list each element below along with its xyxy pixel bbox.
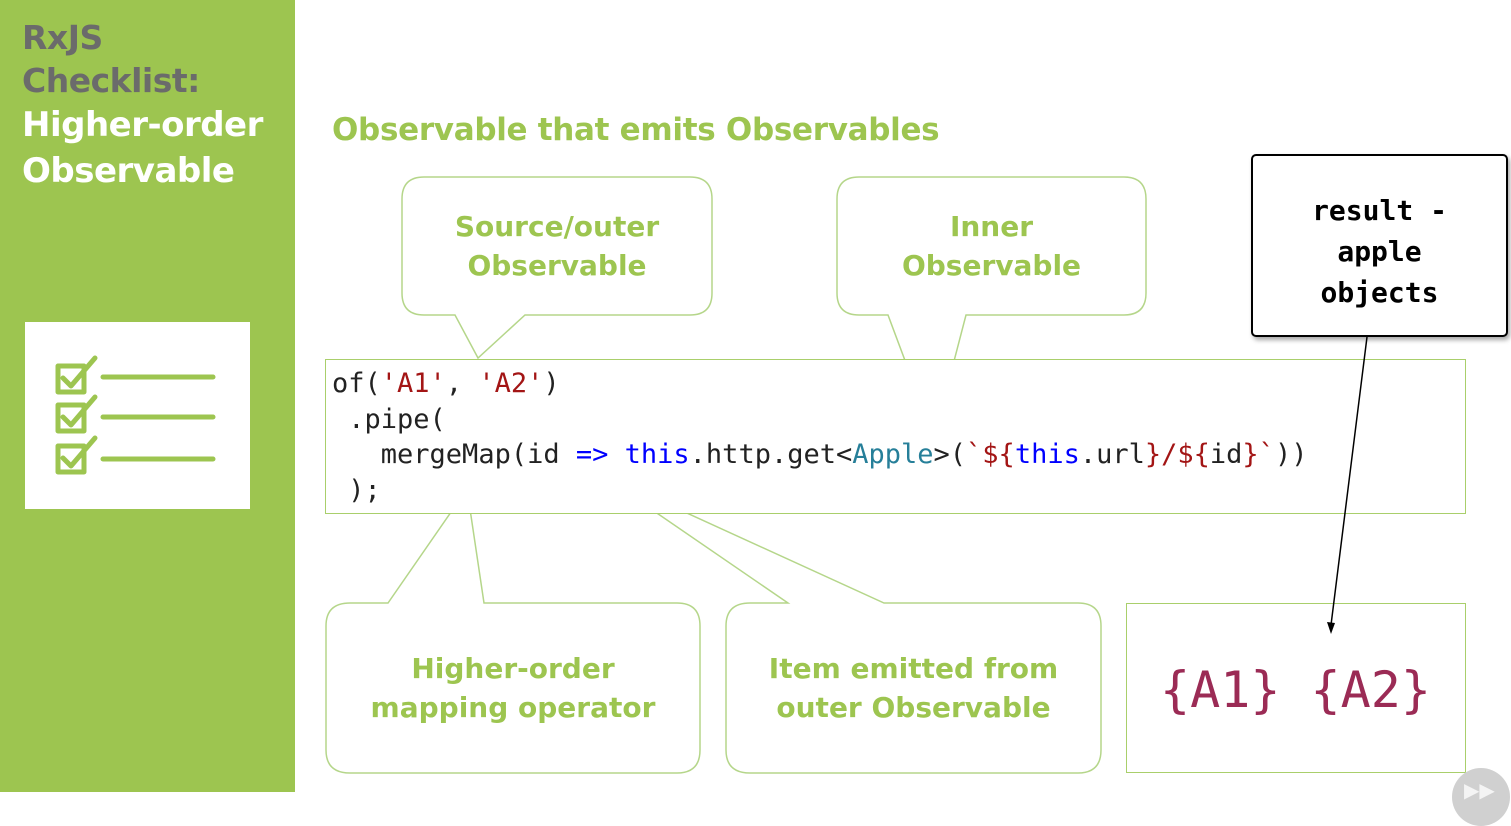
code-token: of <box>332 368 365 399</box>
code-token: >( <box>933 439 967 470</box>
code-keyword: this <box>1014 439 1080 470</box>
code-keyword: => <box>559 439 625 470</box>
sidebar: RxJS Checklist: Higher-order Observable <box>0 0 295 792</box>
checklist-icon <box>55 355 216 475</box>
code-token: )) <box>1274 439 1308 470</box>
module-title: RxJS Checklist: <box>22 18 200 100</box>
callout-inner: Inner Observable <box>901 210 1082 282</box>
code-token: id <box>527 439 560 470</box>
code-token: ( <box>364 368 381 399</box>
code-line-3: mergeMap(id => this.http.get<Apple>(`${t… <box>332 439 1308 471</box>
code-string: 'A1' <box>380 368 446 399</box>
result-annotation: result - apple objects <box>1251 154 1508 337</box>
callout-source-outer: Source/outer Observable <box>454 210 660 282</box>
code-token: .http.get< <box>689 439 853 470</box>
callout-item-emitted: Item emitted from outer Observable <box>768 652 1059 724</box>
slide-heading: Observable that emits Observables <box>332 112 940 148</box>
code-type: Apple <box>852 439 934 470</box>
output-values: {A1} {A2} <box>1160 661 1431 719</box>
code-token: ( <box>510 439 528 470</box>
code-string: `${ <box>966 439 1015 470</box>
code-operator: mergeMap <box>380 439 511 470</box>
next-slide-button[interactable]: ▶▶ <box>1452 768 1510 826</box>
annotation-arrow <box>1327 336 1368 634</box>
code-string: }` <box>1242 439 1275 470</box>
code-token: .url <box>1079 439 1145 470</box>
code-keyword: this <box>624 439 690 470</box>
code-token: ) <box>543 368 560 399</box>
checklist-card <box>25 322 250 509</box>
code-string: 'A2' <box>478 368 544 399</box>
code-string: }/${ <box>1144 439 1210 470</box>
result-annotation-text: result - apple objects <box>1312 194 1447 309</box>
code-token: id <box>1209 439 1243 470</box>
output-box: {A1} {A2} <box>1126 603 1466 773</box>
code-line-2: .pipe( <box>332 404 446 435</box>
code-line-1: of('A1', 'A2') <box>332 368 560 400</box>
topic-title: Higher-order Observable <box>22 105 263 191</box>
code-token: , <box>445 368 479 399</box>
code-block: of('A1', 'A2') .pipe( mergeMap(id => thi… <box>325 359 1466 514</box>
fast-forward-icon: ▶▶ <box>1464 780 1495 802</box>
callout-operator: Higher-order mapping operator <box>370 652 656 724</box>
code-line-4: ); <box>332 475 381 506</box>
